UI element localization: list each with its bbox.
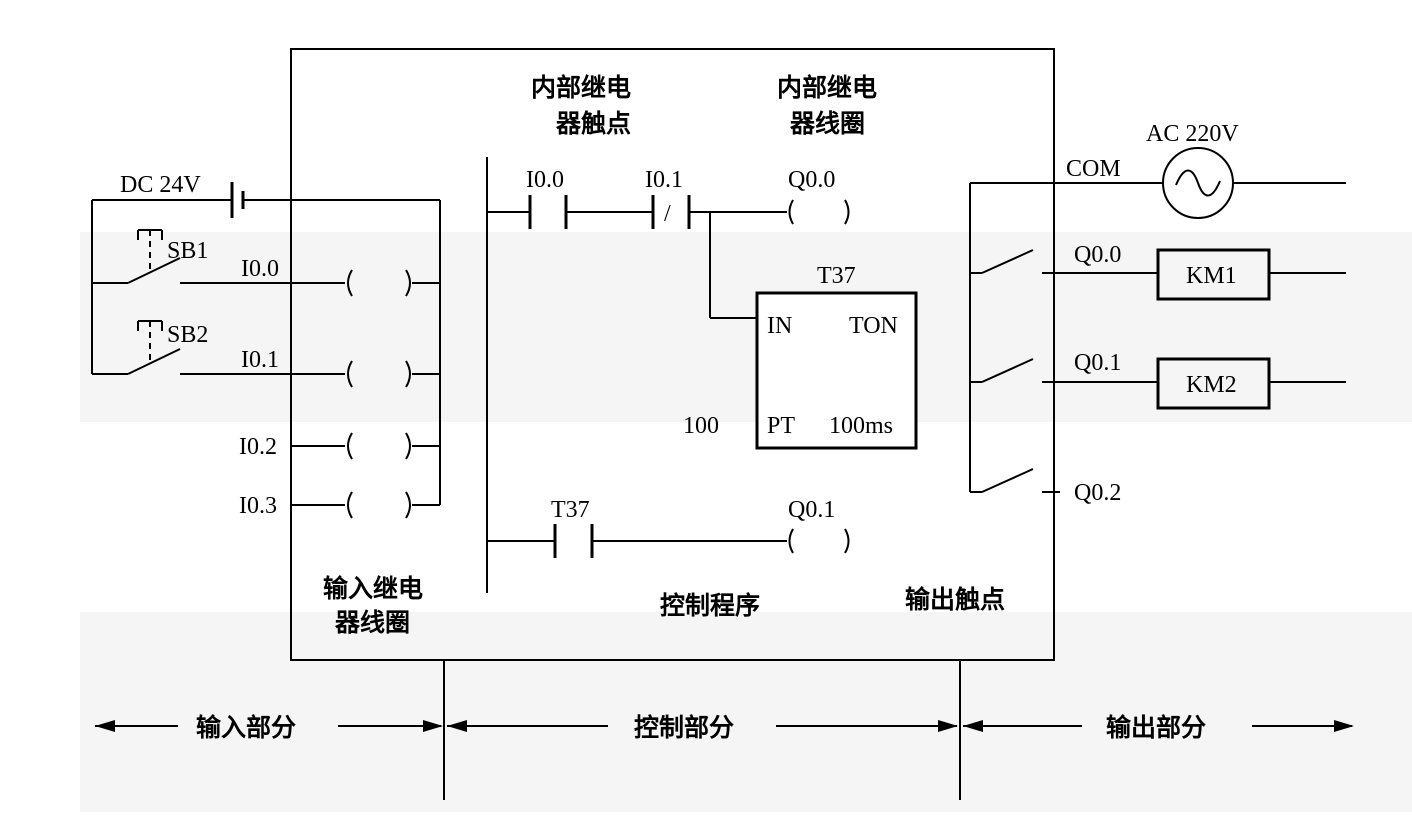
timer-base-label: 100ms (829, 413, 893, 439)
coil-q00 (788, 199, 850, 225)
ac-sine-icon (1175, 169, 1221, 197)
timer-preset-value: 100 (683, 413, 719, 439)
sb1-label: SB1 (167, 238, 208, 264)
timer-in-label: IN (767, 313, 792, 339)
coil-q00-label: Q0.0 (788, 167, 835, 193)
control-program-caption: 控制程序 (660, 591, 760, 620)
section-output-label: 输出部分 (1106, 713, 1206, 742)
input-i00-label: I0.0 (241, 256, 279, 282)
dc-source-label: DC 24V (120, 172, 201, 198)
output-q01-label: Q0.1 (1074, 350, 1121, 376)
contact-i00-label: I0.0 (526, 167, 564, 193)
km2-box (1156, 357, 1271, 410)
timer-t37-border (755, 291, 918, 450)
control-section-arrows (447, 720, 958, 732)
input-coils-caption-line2: 器线圈 (334, 608, 410, 637)
input-coil-i02 (290, 432, 440, 460)
km1-box (1156, 248, 1271, 301)
coils-caption-line2: 器线圈 (789, 109, 865, 138)
coil-q01 (788, 528, 850, 554)
output-q00-label: Q0.0 (1074, 242, 1121, 268)
plc-box-border (290, 48, 1055, 661)
input-coil-i01 (347, 360, 440, 388)
output-section-arrows (963, 720, 1354, 732)
sb2-label: SB2 (167, 322, 208, 348)
km1-label: KM1 (1186, 263, 1237, 289)
section-control-label: 控制部分 (634, 713, 734, 742)
contacts-caption-line2: 器触点 (555, 109, 631, 138)
sb1-pushbutton (92, 229, 345, 284)
timer-pt-label: PT (767, 413, 795, 439)
coils-caption-line1: 内部继电 (777, 73, 877, 102)
km2-label: KM2 (1186, 372, 1237, 398)
output-contact-q01 (970, 358, 1158, 383)
timer-name-label: T37 (817, 263, 856, 289)
sb2-pushbutton (92, 320, 345, 375)
input-coil-i03 (290, 491, 440, 519)
ac-source-label: AC 220V (1146, 121, 1239, 147)
contact-i01-slash: / (664, 201, 671, 227)
output-contact-q02 (970, 468, 1060, 493)
plc-box-inner-band-2 (292, 612, 1053, 659)
output-contacts-caption: 输出触点 (905, 585, 1005, 614)
input-section-arrows (95, 720, 443, 732)
contact-i01-label: I0.1 (645, 167, 683, 193)
plc-box-inner-band-1 (292, 232, 1053, 422)
input-i03-label: I0.3 (239, 493, 277, 519)
input-i01-label: I0.1 (241, 347, 279, 373)
section-input-label: 输入部分 (196, 713, 296, 742)
coil-q01-label: Q0.1 (788, 497, 835, 523)
input-i02-label: I0.2 (239, 434, 277, 460)
output-q02-label: Q0.2 (1074, 480, 1121, 506)
contact-t37-label: T37 (551, 497, 590, 523)
input-coil-i00 (347, 269, 440, 297)
com-label: COM (1066, 156, 1121, 182)
input-coils-caption-line1: 输入继电 (323, 574, 423, 603)
timer-type-label: TON (849, 313, 898, 339)
output-contact-q00 (970, 249, 1158, 274)
contacts-caption-line1: 内部继电 (531, 73, 631, 102)
